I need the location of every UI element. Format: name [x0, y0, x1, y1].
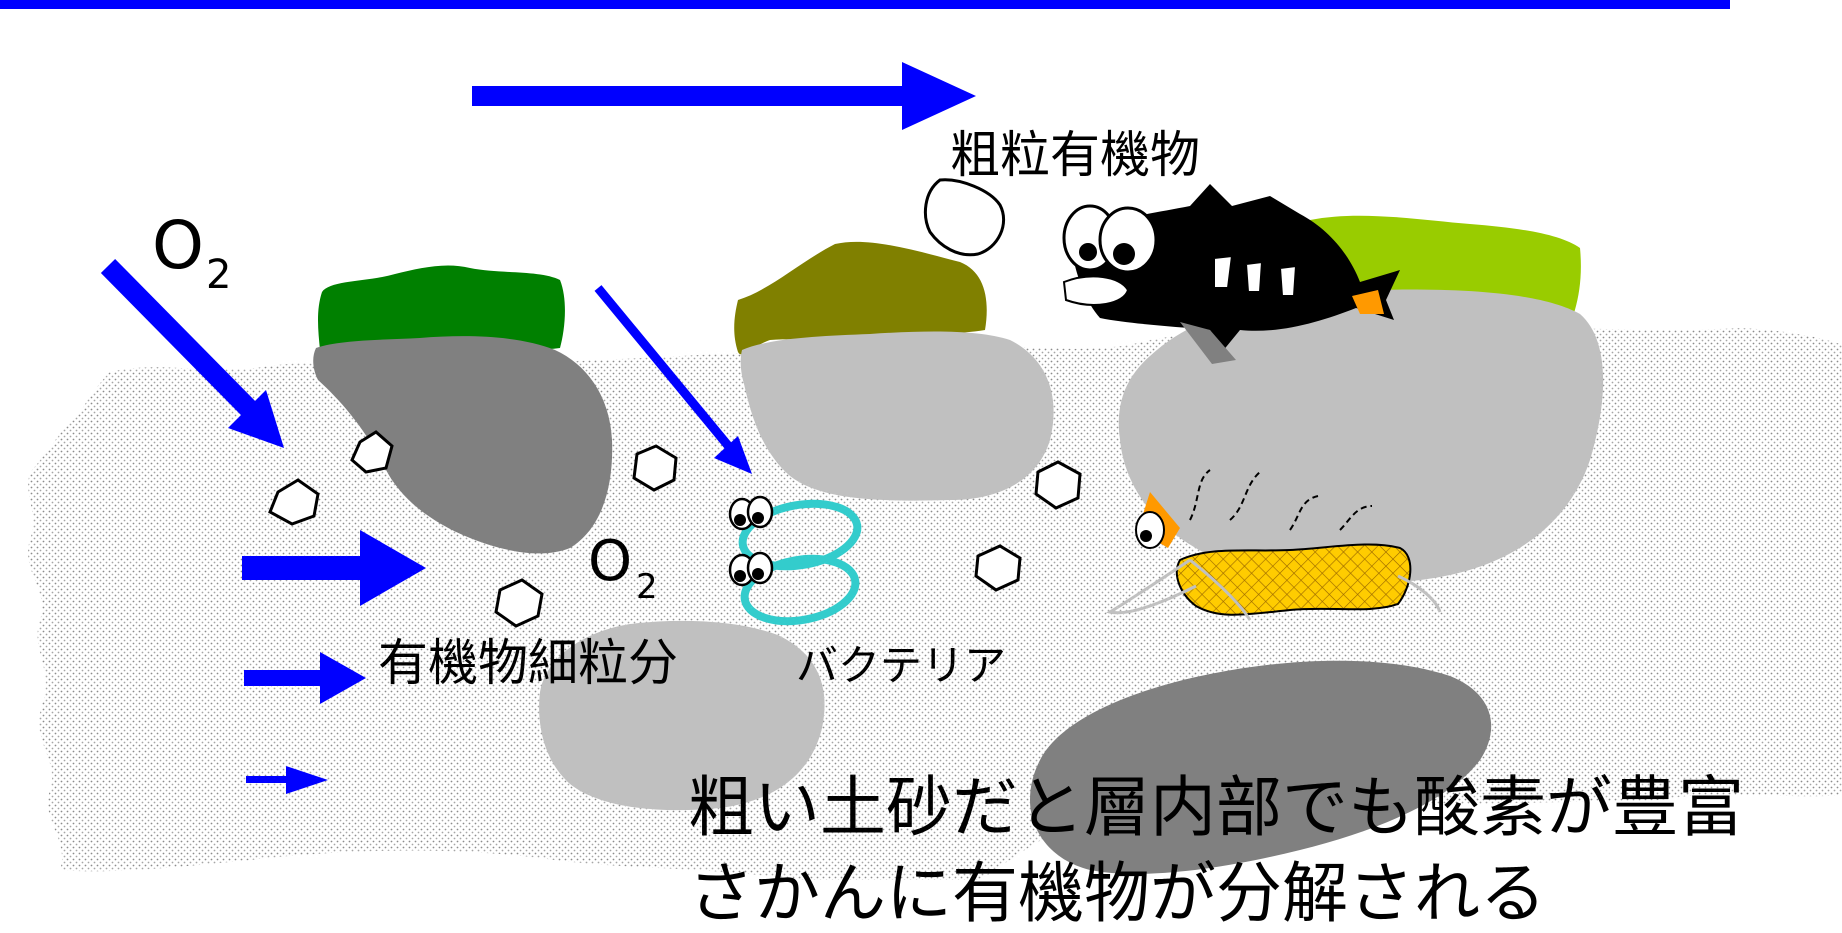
moss-green	[318, 265, 565, 353]
subsurface-flow-arrow-3	[246, 766, 328, 794]
svg-text:2: 2	[206, 252, 231, 298]
caption-line-2: さかんに有機物が分解される	[688, 855, 1546, 932]
organic-particles	[268, 178, 1082, 628]
stone-light-right	[1118, 289, 1604, 584]
stone-dark-left	[313, 336, 613, 554]
flow-arrows	[100, 62, 976, 794]
bacteria-label: バクテリア	[796, 641, 1006, 690]
fine-organic-label: 有機物細粒分	[378, 634, 678, 692]
subsurface-flow-arrow-2	[244, 652, 366, 704]
svg-text:O: O	[588, 529, 632, 594]
svg-text:O: O	[152, 207, 204, 284]
moss-olive	[734, 241, 987, 355]
o2-label-middle: O 2	[588, 529, 658, 607]
organic-particle-icon	[923, 178, 1006, 257]
organic-particle-icon	[1034, 460, 1082, 510]
organic-particle-icon	[974, 544, 1022, 592]
surface-flow-arrow	[472, 62, 976, 130]
coarse-organic-label: 粗粒有機物	[950, 126, 1200, 184]
stone-light-middle	[740, 331, 1054, 501]
stone-light-bottom	[539, 620, 825, 811]
caption-line-1: 粗い土砂だと層内部でも酸素が豊富	[688, 769, 1744, 846]
oxygen-diagonal-arrow-middle	[594, 285, 752, 474]
organic-particle-icon	[268, 478, 320, 526]
oxygen-diagonal-arrow-left	[100, 258, 284, 448]
bacteria-icon	[728, 495, 862, 626]
stone-dark-bottom	[1030, 660, 1492, 874]
top-rule	[0, 0, 1730, 9]
organic-particle-icon	[494, 578, 544, 628]
svg-text:2: 2	[636, 567, 658, 607]
organic-particle-icon	[350, 430, 394, 474]
subsurface-flow-arrow-1	[242, 530, 426, 606]
fish-icon	[1062, 184, 1400, 364]
o2-label-top: O 2	[152, 207, 231, 298]
organic-particle-icon	[632, 444, 678, 492]
insect-larva-icon	[1105, 469, 1442, 621]
